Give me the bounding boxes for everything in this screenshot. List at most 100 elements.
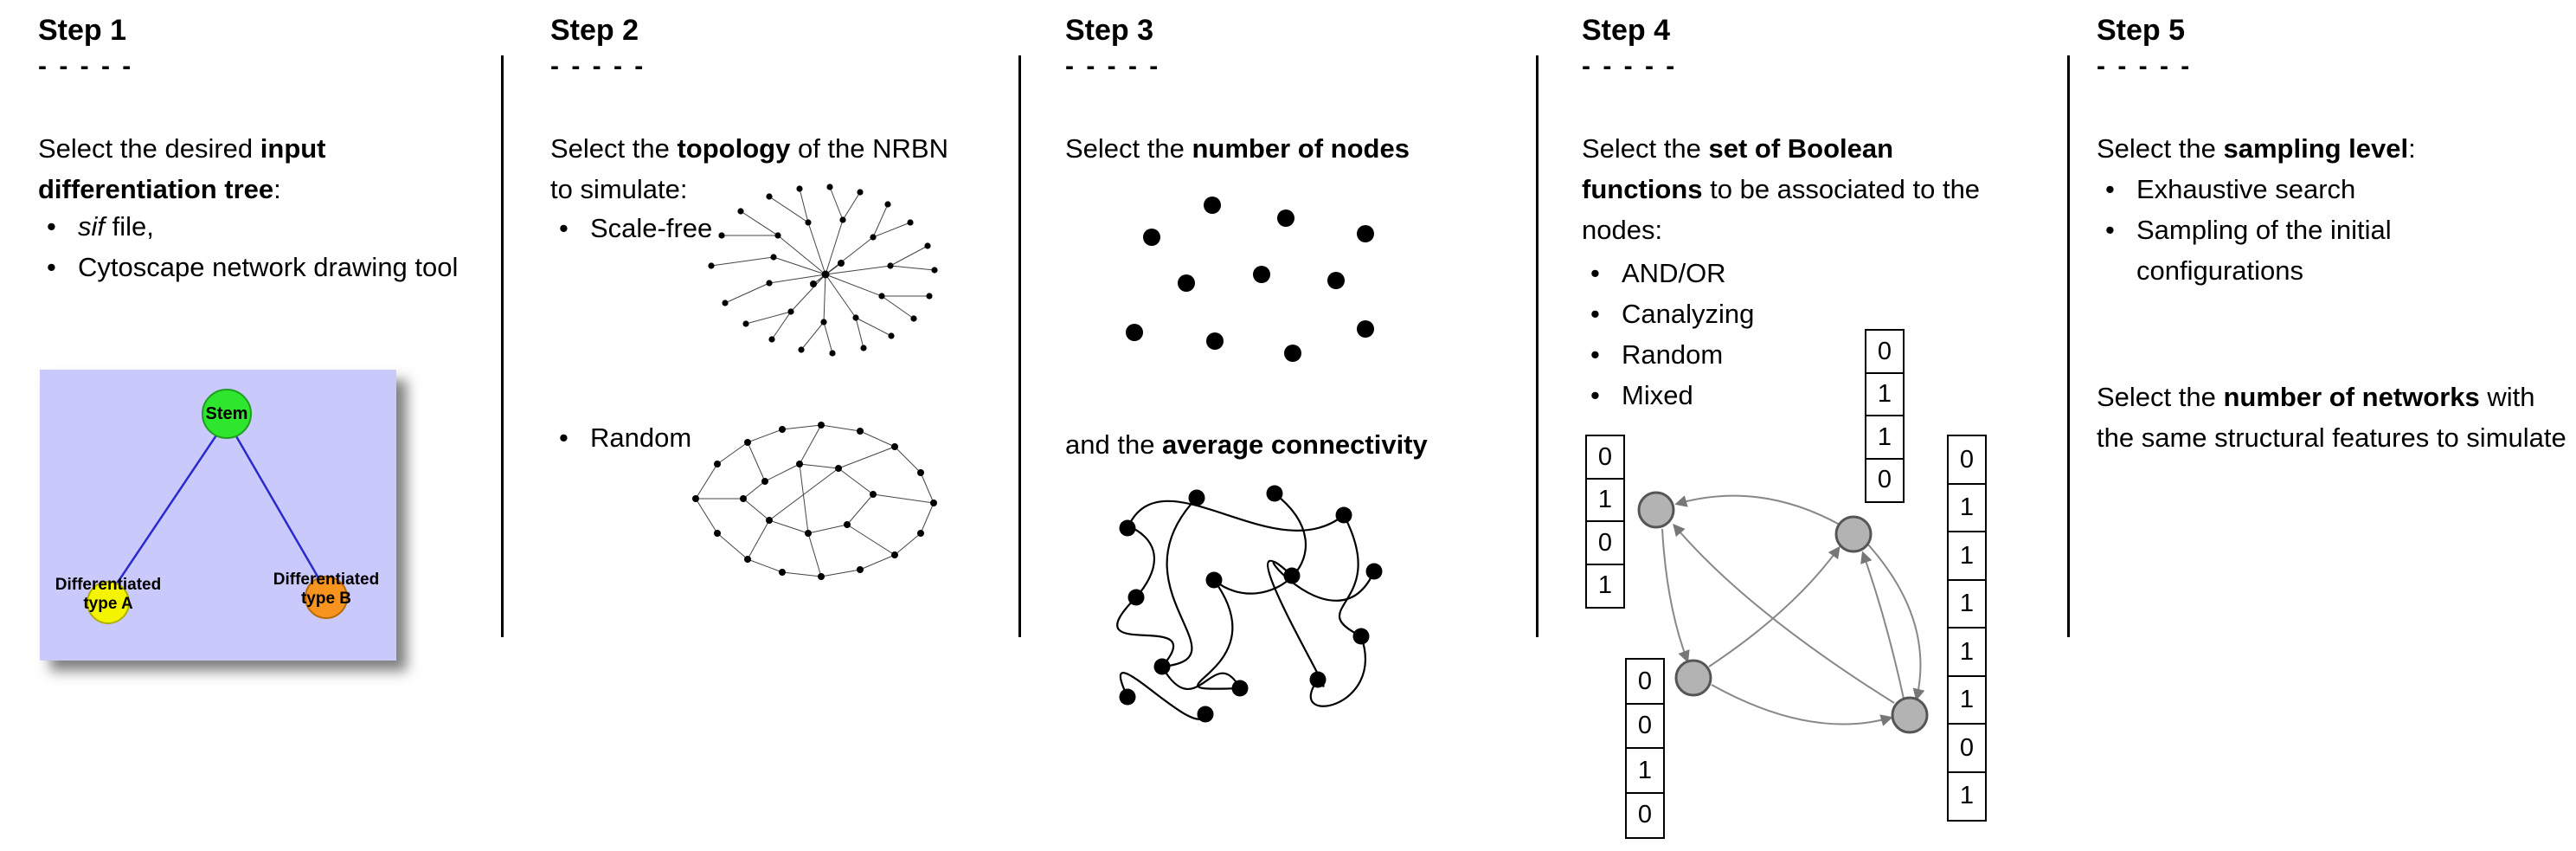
step-4-title: Step 4 xyxy=(1582,14,1671,47)
tree-edges xyxy=(106,419,328,597)
intro-text: : xyxy=(2408,133,2416,164)
truth-table-cell: 1 xyxy=(1947,482,1987,533)
step-5-bullet-list: Exhaustive search Sampling of the initia… xyxy=(2097,169,2503,291)
truth-table-cell: 0 xyxy=(1625,791,1665,839)
bullet-item: Random xyxy=(550,417,810,458)
step-2-title: Step 2 xyxy=(550,14,639,47)
step-4-dashes: - - - - - xyxy=(1582,52,1678,81)
intro-bold-text: set of Boolean functions xyxy=(1582,133,1894,204)
step-5-column: Step 5 - - - - - Select the sampling lev… xyxy=(2097,0,2568,851)
step-5-second: Select the number of networks with the s… xyxy=(2097,377,2568,458)
bullet-item: Random xyxy=(1582,334,1859,375)
step-2-column: Step 2 - - - - - Select the topology of … xyxy=(550,0,1005,851)
truth-table-cell: 0 xyxy=(1625,702,1665,750)
truth-table-cell: 1 xyxy=(1947,578,1987,629)
boolean-node xyxy=(1637,491,1675,529)
boolean-network-wires xyxy=(1637,491,1929,734)
label-line: type A xyxy=(83,595,133,613)
intro-text: Select the xyxy=(550,133,678,164)
type-b-node-label: Differentiated type B xyxy=(253,571,400,609)
column-divider-2 xyxy=(1018,55,1021,637)
bullet-text: Sampling of the initial configurations xyxy=(2136,215,2392,286)
bullet-item: AND/OR xyxy=(1582,253,1859,293)
step-4-column: Step 4 - - - - - Select the set of Boole… xyxy=(1582,0,2063,851)
bullet-text: Scale-free xyxy=(590,213,713,243)
truth-table-cell: 0 xyxy=(1947,435,1987,485)
truth-table-cell: 0 xyxy=(1625,658,1665,705)
step-1-bullet-list: sif file, Cytoscape network drawing tool xyxy=(38,206,471,287)
intro-bold-text: number of nodes xyxy=(1192,133,1410,164)
label-line: Differentiated xyxy=(273,571,380,589)
bullet-text: Exhaustive search xyxy=(2136,174,2356,204)
connectivity-tangle-figure xyxy=(1076,467,1404,732)
scale-free-network-figure xyxy=(696,184,953,377)
truth-table-cell: 1 xyxy=(1865,371,1905,417)
step-1-column: Step 1 - - - - - Select the desired inpu… xyxy=(38,0,488,851)
bullet-item: sif file, xyxy=(38,206,471,247)
step-2-bullet-random: Random xyxy=(550,417,810,458)
bullet-text: Random xyxy=(590,422,692,453)
bullet-text: Canalyzing xyxy=(1622,299,1755,329)
intro-bold-text: input differentiation tree xyxy=(38,133,326,204)
step-1-title: Step 1 xyxy=(38,14,127,47)
truth-table-cell: 1 xyxy=(1947,531,1987,581)
truth-table-cell: 1 xyxy=(1625,747,1665,794)
step-4-intro: Select the set of Boolean functions to b… xyxy=(1582,128,2014,250)
truth-table-cell: 1 xyxy=(1585,477,1625,523)
column-divider-4 xyxy=(2067,55,2070,637)
truth-table-cell: 1 xyxy=(1585,563,1625,609)
step-5-title: Step 5 xyxy=(2097,14,2186,47)
intro-text: : xyxy=(273,174,281,204)
boolean-node xyxy=(1834,515,1873,553)
bullet-item: Mixed xyxy=(1582,375,1859,416)
intro-bold-text: topology xyxy=(677,133,791,164)
intro-text: with the same structural features to sim… xyxy=(2097,382,2566,453)
truth-table-cell: 0 xyxy=(1865,457,1905,503)
label-line: Differentiated xyxy=(55,576,162,594)
truth-table-bottom-left: 0 0 1 0 xyxy=(1625,658,1665,839)
intro-text: Select the xyxy=(1582,133,1709,164)
intro-bold-text: average connectivity xyxy=(1162,429,1428,460)
bullet-text: AND/OR xyxy=(1622,258,1726,288)
bullet-item: Cytoscape network drawing tool xyxy=(38,247,471,287)
truth-table-cell: 1 xyxy=(1947,627,1987,677)
column-divider-1 xyxy=(501,55,504,637)
truth-table-right: 0 1 1 1 1 1 0 1 xyxy=(1947,435,1987,822)
step-5-dashes: - - - - - xyxy=(2097,52,2193,81)
nodes-dots-figure xyxy=(1113,184,1403,396)
boolean-network-figure: 0 1 0 1 0 1 1 0 0 0 1 0 0 1 1 1 1 1 0 1 xyxy=(1582,320,2063,851)
step-3-dashes: - - - - - xyxy=(1065,52,1161,81)
bullet-item: Canalyzing xyxy=(1582,293,1859,334)
intro-text: of the NRBN to simulate: xyxy=(550,133,948,204)
intro-text: Select the xyxy=(2097,133,2224,164)
stem-node-label: Stem xyxy=(205,404,248,423)
step-2-intro: Select the topology of the NRBN to simul… xyxy=(550,128,966,210)
step-2-bullet-scale-free: Scale-free xyxy=(550,208,810,248)
bullet-item: Exhaustive search xyxy=(2097,169,2503,210)
step-2-dashes: - - - - - xyxy=(550,52,646,81)
truth-table-cell: 0 xyxy=(1585,520,1625,565)
truth-table-top: 0 1 1 0 xyxy=(1865,329,1905,503)
column-divider-3 xyxy=(1536,55,1539,637)
bullet-item: Sampling of the initial configurations xyxy=(2097,210,2503,291)
intro-text: Select the xyxy=(1065,133,1192,164)
step-3-second: and the average connectivity xyxy=(1065,424,1532,465)
bullet-text: Random xyxy=(1622,339,1724,370)
intro-text: and the xyxy=(1065,429,1163,460)
differentiation-tree-figure: Stem Differentiated type A Differentiate… xyxy=(40,370,396,661)
step-3-title: Step 3 xyxy=(1065,14,1154,47)
boolean-node xyxy=(1891,696,1929,734)
truth-table-cell: 1 xyxy=(1947,674,1987,725)
differentiated-type-a-node xyxy=(87,581,130,624)
bullet-italic-text: sif xyxy=(78,211,105,242)
bullet-text: file, xyxy=(105,211,154,242)
intro-text: to be associated to the nodes: xyxy=(1582,174,1981,245)
step-1-intro: Select the desired input differentiation… xyxy=(38,128,488,210)
random-network-figure xyxy=(678,412,951,598)
intro-text: Select the xyxy=(2097,382,2224,412)
bullet-text: Cytoscape network drawing tool xyxy=(78,252,459,282)
step-1-dashes: - - - - - xyxy=(38,52,134,81)
truth-table-cell: 1 xyxy=(1865,415,1905,460)
truth-table-cell: 0 xyxy=(1585,435,1625,480)
